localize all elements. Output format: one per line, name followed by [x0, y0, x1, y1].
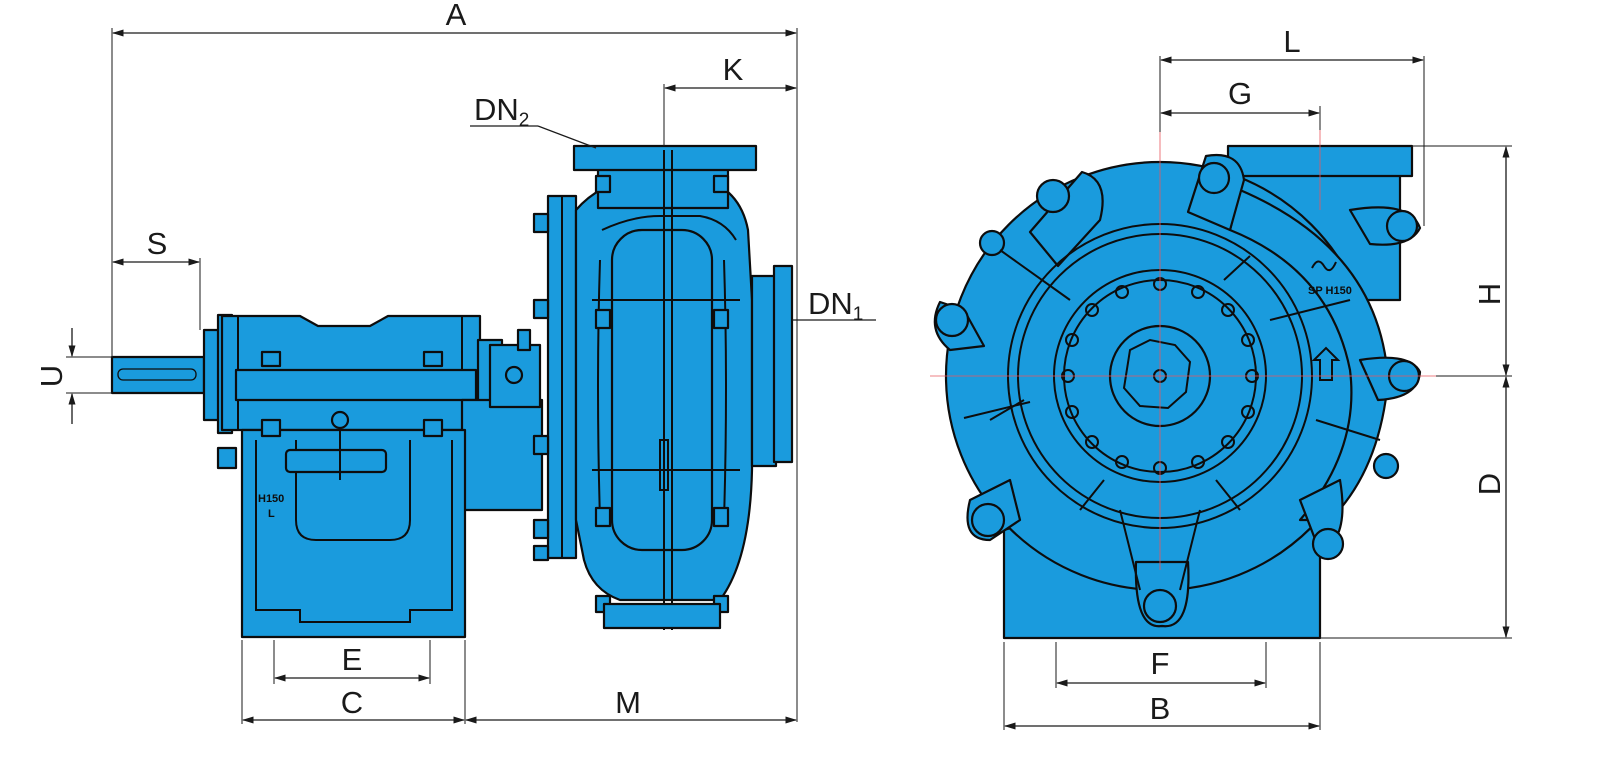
dim-label-d: D — [1472, 473, 1507, 495]
dim-label-s: S — [147, 226, 168, 261]
dim-label-f: F — [1151, 646, 1170, 681]
dim-label-k: K — [723, 52, 744, 87]
flow-direction-arrow — [1311, 346, 1341, 381]
suction-neck — [750, 274, 778, 468]
discharge-nozzle-label: DN2 — [474, 92, 529, 131]
side-view: H150 L — [110, 144, 794, 639]
front-view-dimensions: L G H D F B — [1003, 24, 1512, 730]
casing-lugs — [933, 153, 1422, 628]
frame-plate-bolts — [532, 212, 550, 562]
housing-bolts — [216, 350, 444, 480]
dim-label-b: B — [1150, 691, 1171, 726]
suction-nozzle-label: DN1 — [808, 286, 863, 325]
shaft — [110, 355, 206, 395]
nameplate-marking: SP H150 — [1308, 285, 1352, 297]
bearing-suffix-marking: L — [268, 508, 275, 520]
dim-label-c: C — [341, 685, 363, 720]
shaft-keyway — [117, 368, 197, 381]
tie-bolts — [963, 249, 1381, 591]
casing-bolts — [594, 174, 730, 630]
side-view-dimensions: A K DN2 S U DN1 E C M — [34, 0, 876, 724]
brand-logo — [1311, 260, 1337, 272]
front-centerlines — [930, 120, 1436, 570]
dim-label-a: A — [446, 0, 467, 32]
dim-label-u: U — [34, 365, 69, 387]
dim-label-e: E — [342, 642, 363, 677]
dim-label-l: L — [1283, 24, 1300, 59]
dim-label-g: G — [1228, 76, 1252, 111]
front-view: SP H150 — [933, 144, 1422, 640]
dim-label-m: M — [615, 685, 641, 720]
dim-label-h: H — [1472, 283, 1507, 305]
suction-flange — [772, 264, 794, 464]
bearing-model-marking: H150 — [258, 493, 284, 505]
